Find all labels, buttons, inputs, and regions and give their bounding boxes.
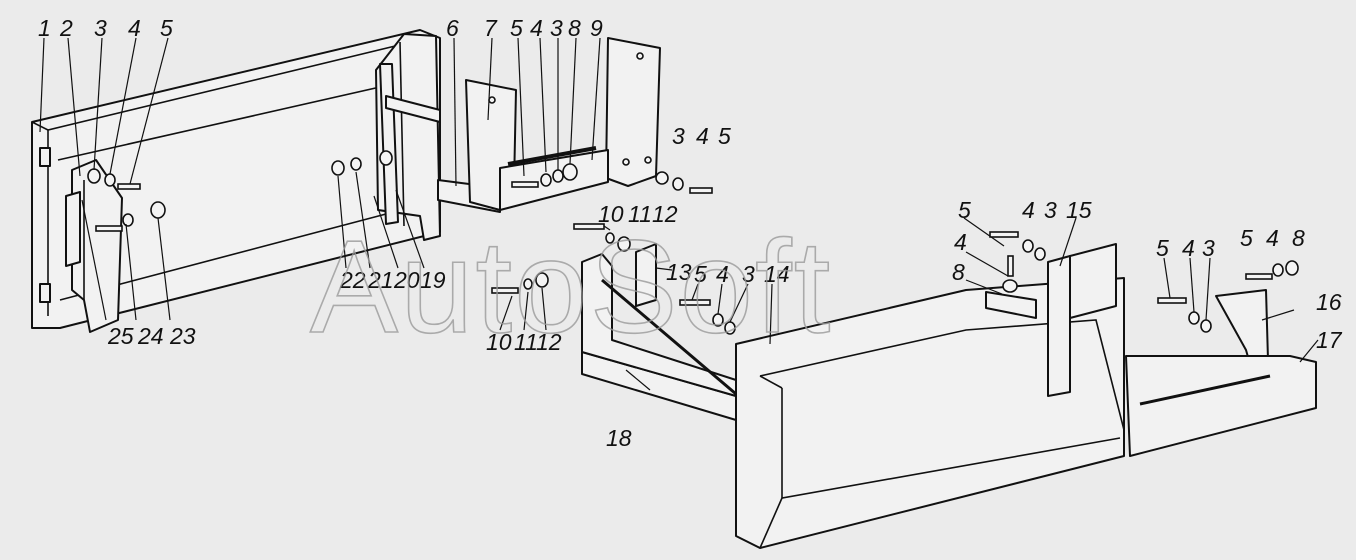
- callout-label: 11: [514, 329, 538, 355]
- callout-label: 3: [1044, 197, 1057, 223]
- callout-label: 22: [339, 267, 366, 293]
- callout-label: 5: [718, 123, 731, 149]
- callout-label: 4: [1266, 225, 1279, 251]
- callout-label: 7: [484, 15, 498, 41]
- callout-label: 8: [952, 259, 965, 285]
- middle-bracket: [375, 33, 441, 241]
- callout-label: 25: [107, 323, 134, 349]
- callout-label: 19: [420, 267, 446, 293]
- callout-label: 10: [598, 201, 624, 227]
- callout-label: 4: [1022, 197, 1035, 223]
- lower-frame: [581, 253, 737, 421]
- callout-label: 21: [367, 267, 394, 293]
- callout-label: 15: [1066, 197, 1092, 223]
- callout-label: 10: [486, 329, 512, 355]
- callout-label: 14: [764, 261, 790, 287]
- callout-label: 18: [606, 425, 632, 451]
- callout-label: 23: [169, 323, 196, 349]
- callout-label: 4: [530, 15, 543, 41]
- callout-label: 8: [568, 15, 581, 41]
- callout-label: 4: [716, 261, 729, 287]
- callout-label: 4: [696, 123, 709, 149]
- callout-label: 3: [742, 261, 755, 287]
- callout-label: 5: [160, 15, 173, 41]
- callout-label: 24: [137, 323, 164, 349]
- callout-label: 6: [446, 15, 459, 41]
- bracket-13: [635, 243, 657, 307]
- callout-label: 1: [38, 15, 51, 41]
- callout-label: 4: [954, 229, 967, 255]
- callout-label: 5: [958, 197, 971, 223]
- callout-labels: 1 2 3 4 5 6 7 5 4 3 8 9 3 4 5 10 11 12 1…: [38, 15, 1343, 451]
- leader-lines: [39, 37, 1319, 391]
- callout-label: 5: [694, 261, 707, 287]
- callout-label: 8: [1292, 225, 1305, 251]
- callout-label: 16: [1316, 289, 1342, 315]
- callout-label: 4: [1182, 235, 1195, 261]
- callout-label: 3: [1202, 235, 1215, 261]
- callout-label: 3: [550, 15, 563, 41]
- callout-label: 5: [510, 15, 523, 41]
- callout-label: 3: [672, 123, 685, 149]
- callout-label: 13: [666, 259, 692, 285]
- callout-label: 12: [652, 201, 678, 227]
- callout-label: 2: [59, 15, 73, 41]
- callout-label: 12: [536, 329, 562, 355]
- callout-label: 11: [628, 201, 652, 227]
- left-bracket: [65, 159, 123, 333]
- callout-label: 9: [590, 15, 603, 41]
- watermark-text: AutoSoft: [310, 213, 832, 360]
- bottom-box: [735, 277, 1125, 549]
- hardware: [87, 150, 1299, 335]
- callout-label: 3: [94, 15, 107, 41]
- callout-label: 5: [1156, 235, 1169, 261]
- callout-label: 20: [393, 267, 420, 293]
- bracket-16: [1215, 289, 1269, 365]
- callout-label: 4: [128, 15, 141, 41]
- callout-label: 5: [1240, 225, 1253, 251]
- side-panel-17: [1125, 355, 1317, 457]
- callout-label: 17: [1316, 327, 1343, 353]
